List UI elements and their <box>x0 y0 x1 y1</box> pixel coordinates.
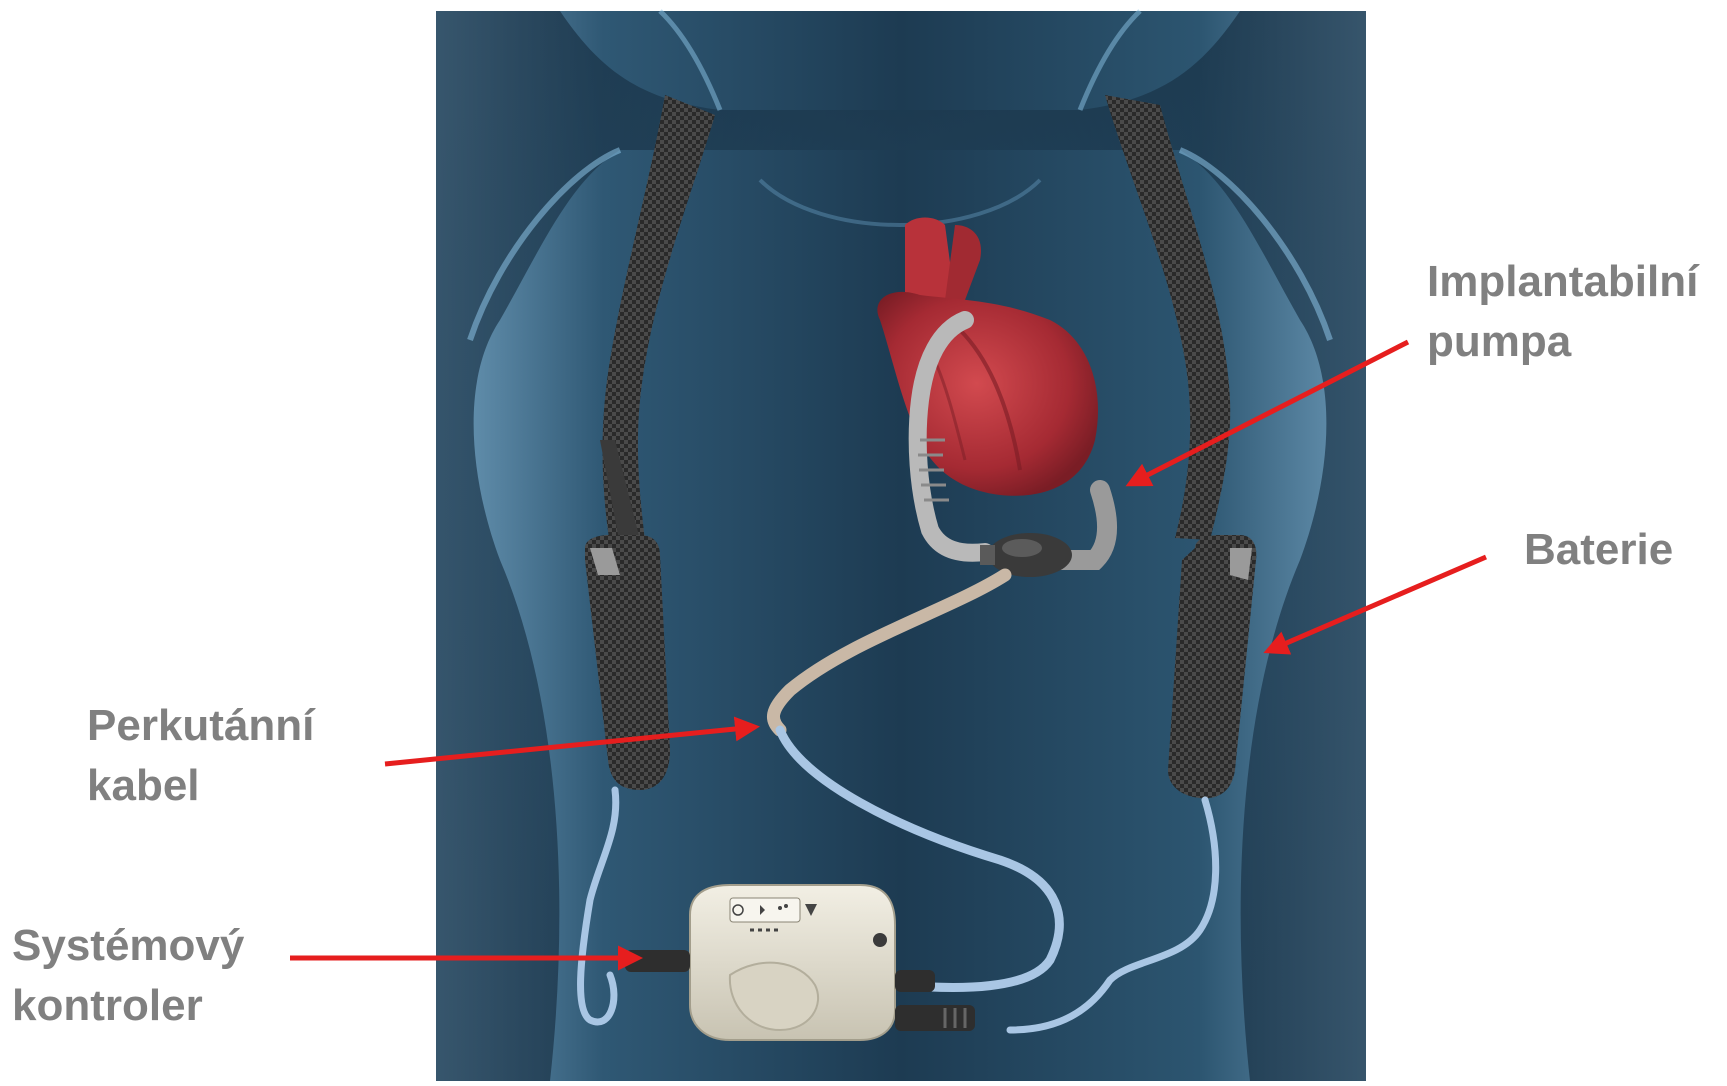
label-controller-line2: kontroler <box>12 976 244 1036</box>
label-pump-line2: pumpa <box>1427 312 1698 372</box>
label-cable-line2: kabel <box>87 756 314 816</box>
label-battery: Baterie <box>1524 520 1673 580</box>
label-battery-line1: Baterie <box>1524 520 1673 580</box>
label-percutaneous-cable: Perkutánní kabel <box>87 696 314 816</box>
label-cable-line1: Perkutánní <box>87 696 314 756</box>
label-implantable-pump: Implantabilní pumpa <box>1427 252 1698 372</box>
label-controller-line1: Systémový <box>12 916 244 976</box>
label-pump-line1: Implantabilní <box>1427 252 1698 312</box>
label-system-controller: Systémový kontroler <box>12 916 244 1036</box>
